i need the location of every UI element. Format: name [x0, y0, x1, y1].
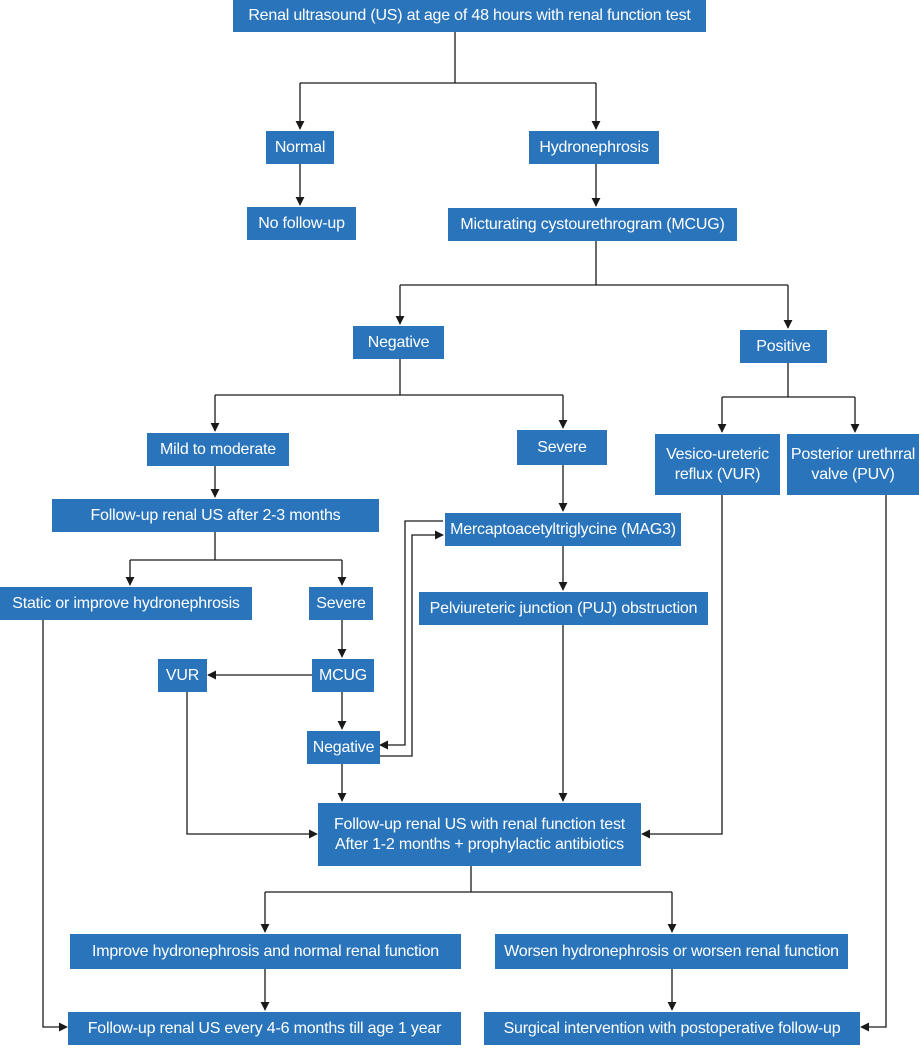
arrow	[379, 520, 443, 750]
negative-label: Negative	[367, 333, 430, 351]
puv-label: Posterior urethrral valve (PUV)	[791, 445, 915, 485]
positive-box: Positive	[740, 330, 827, 363]
follow-up-main-box: Follow-up renal US with renal function t…	[318, 803, 641, 866]
surgical-label: Surgical intervention with postoperative…	[503, 1019, 841, 1037]
no-follow-up-label: No follow-up	[258, 214, 345, 232]
no-follow-up-box: No follow-up	[247, 207, 356, 240]
arrow	[380, 530, 444, 757]
root-box: Renal ultrasound (US) at age of 48 hours…	[233, 0, 706, 32]
mcug-small-label: MCUG	[318, 666, 368, 684]
severe-second-label: Severe	[316, 594, 366, 612]
worsen-box: Worsen hydronephrosis or worsen renal fu…	[495, 934, 848, 969]
vur-small-box: VUR	[158, 659, 207, 692]
arrow	[42, 620, 68, 1032]
vur-positive-box: Vesico-ureteric reflux (VUR)	[655, 434, 780, 495]
severe-box: Severe	[517, 430, 607, 465]
vur-positive-label: Vesico-ureteric reflux (VUR)	[666, 445, 769, 485]
follow-up-2-3-box: Follow-up renal US after 2-3 months	[52, 499, 379, 532]
root-label: Renal ultrasound (US) at age of 48 hours…	[248, 7, 691, 24]
hydronephrosis-label: Hydronephrosis	[539, 138, 649, 156]
puv-box: Posterior urethrral valve (PUV)	[787, 434, 919, 495]
follow-up-main-line-1: Follow-up renal US with renal function t…	[333, 815, 626, 833]
follow-up-2-3-label: Follow-up renal US after 2-3 months	[90, 506, 341, 524]
negative-box: Negative	[353, 326, 444, 359]
mcug-label: Micturating cystourethrogram (MCUG)	[460, 215, 725, 233]
normal-label: Normal	[274, 138, 326, 156]
severe-second-box: Severe	[309, 587, 373, 620]
arrow	[641, 495, 723, 839]
improve-label: Improve hydronephrosis and normal renal …	[91, 942, 440, 960]
arrow	[186, 692, 318, 839]
puj-obstruction-box: Pelviureteric junction (PUJ) obstruction	[419, 592, 708, 625]
hydronephrosis-box: Hydronephrosis	[529, 131, 659, 164]
puv-line-2: valve (PUV)	[811, 465, 895, 483]
static-improve-box: Static or improve hydronephrosis	[0, 587, 252, 620]
static-improve-label: Static or improve hydronephrosis	[12, 594, 240, 612]
vur-positive-line-1: Vesico-ureteric	[666, 445, 769, 463]
vur-small-label: VUR	[165, 666, 200, 684]
mcug-small-box: MCUG	[312, 659, 374, 692]
follow-up-main-line-2: After 1-2 months + prophylactic antibiot…	[335, 835, 624, 853]
puv-line-1: Posterior urethrral	[790, 445, 916, 463]
normal-box: Normal	[266, 131, 334, 164]
mild-to-moderate-box: Mild to moderate	[147, 433, 289, 466]
mild-to-moderate-label: Mild to moderate	[160, 440, 276, 458]
follow-up-year-label: Follow-up renal US every 4-6 months till…	[87, 1019, 442, 1037]
negative-small-label: Negative	[312, 738, 375, 756]
positive-label: Positive	[756, 337, 811, 355]
improve-box: Improve hydronephrosis and normal renal …	[70, 934, 461, 969]
follow-up-main-label: Follow-up renal US with renal function t…	[334, 815, 625, 855]
negative-small-box: Negative	[307, 731, 380, 764]
puj-obstruction-label: Pelviureteric junction (PUJ) obstruction	[429, 599, 698, 617]
worsen-label: Worsen hydronephrosis or worsen renal fu…	[504, 942, 839, 960]
mag3-box: Mercaptoacetyltriglycine (MAG3)	[445, 513, 681, 546]
follow-up-year-box: Follow-up renal US every 4-6 months till…	[68, 1012, 461, 1045]
severe-label: Severe	[537, 438, 587, 456]
mcug-box: Micturating cystourethrogram (MCUG)	[448, 208, 737, 241]
mag3-label: Mercaptoacetyltriglycine (MAG3)	[450, 520, 676, 538]
vur-positive-line-2: reflux (VUR)	[674, 465, 761, 483]
surgical-box: Surgical intervention with postoperative…	[484, 1012, 860, 1045]
arrow	[860, 495, 887, 1032]
